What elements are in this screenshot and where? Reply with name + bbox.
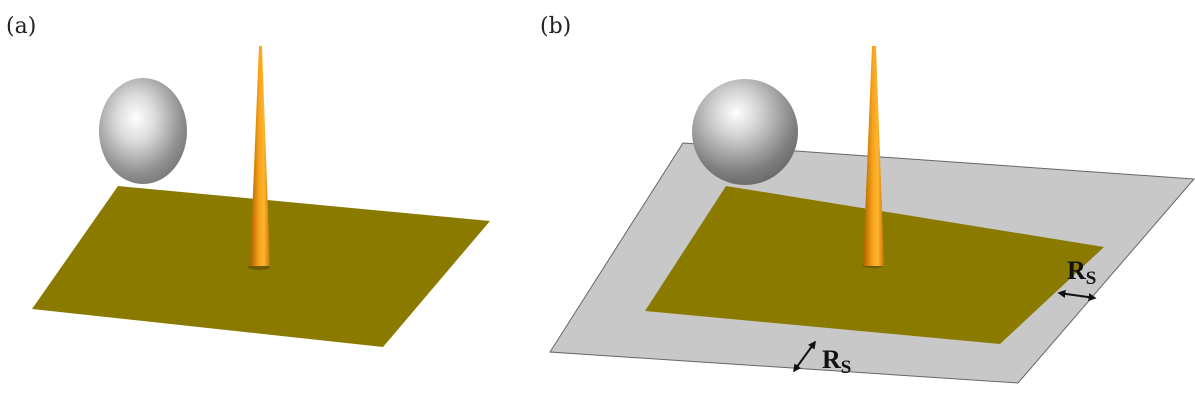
- rs-arrow-right: [1057, 289, 1097, 302]
- rs-label-bottom-sub: S: [841, 357, 852, 378]
- tip-a: [250, 46, 270, 266]
- sphere-b: [692, 79, 798, 185]
- rs-label-bottom: RS: [822, 345, 851, 378]
- rs-label-right-sub: S: [1086, 268, 1097, 289]
- rs-label-right: RS: [1067, 256, 1096, 289]
- panel-b: RS RS: [549, 46, 1195, 384]
- rs-label-right-main: R: [1067, 256, 1086, 285]
- rs-label-bottom-main: R: [822, 345, 841, 374]
- panel-a-label: (a): [6, 14, 37, 39]
- panel-a: [32, 46, 490, 347]
- rs-arrow-bottom: [793, 340, 816, 373]
- sphere-a: [99, 78, 187, 184]
- tip-b: [863, 46, 884, 266]
- panel-b-label: (b): [540, 14, 572, 39]
